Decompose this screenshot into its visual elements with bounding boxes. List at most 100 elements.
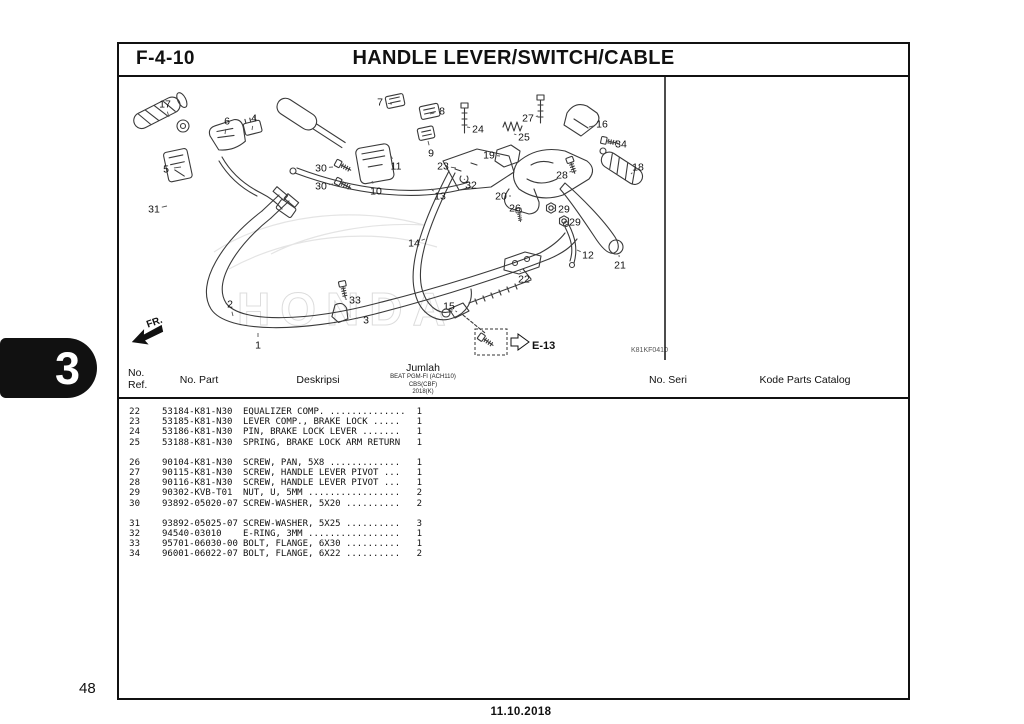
callout-number: 16 bbox=[596, 119, 608, 131]
callout-number: 11 bbox=[391, 161, 402, 173]
cell-c-ref: 27 bbox=[129, 467, 140, 478]
exploded-diagram: HONDA bbox=[119, 77, 908, 360]
cell-c-ref: 23 bbox=[129, 417, 140, 428]
page-frame: F-4-10 HANDLE LEVER/SWITCH/CABLE bbox=[117, 42, 910, 700]
callout-leader bbox=[161, 205, 168, 208]
cell-c-desc: PIN, BRAKE LOCK LEVER ....... bbox=[243, 427, 401, 438]
detail-arrow-icon bbox=[510, 333, 530, 351]
page-number: 48 bbox=[79, 680, 96, 697]
callout-leader bbox=[427, 140, 430, 146]
cell-c-qty: 2 bbox=[416, 549, 422, 560]
table-row: 28 90116-K81-N30 SCREW, HANDLE LEVER PIVOT… bbox=[119, 478, 908, 488]
callout-number: 19 bbox=[483, 150, 495, 162]
detail-ref-label: E-13 bbox=[532, 340, 555, 352]
cell-c-ref: 30 bbox=[129, 498, 140, 509]
callout-leader bbox=[166, 111, 170, 118]
cell-c-ref: 22 bbox=[129, 407, 140, 417]
callout-leader bbox=[430, 188, 434, 192]
cell-c-ref: 31 bbox=[129, 518, 140, 529]
callout-number: 22 bbox=[518, 274, 530, 286]
cell-c-qty: 1 bbox=[416, 417, 422, 428]
callout-leader bbox=[588, 125, 595, 128]
cell-c-desc: EQUALIZER COMP. .............. bbox=[243, 407, 406, 417]
cell-c-qty: 2 bbox=[416, 488, 422, 499]
callout-number: 24 bbox=[472, 124, 484, 136]
section-tab-number: 3 bbox=[54, 342, 80, 394]
cell-c-qty: 2 bbox=[416, 498, 422, 509]
cell-c-desc: E-RING, 3MM ................. bbox=[243, 528, 401, 539]
col-header-qty: Jumlah BEAT PGM-FI (ACH110) CBS(CBF) 201… bbox=[390, 362, 456, 395]
callout-number: 34 bbox=[615, 139, 627, 151]
cell-c-part: 53184-K81-N30 bbox=[162, 407, 233, 417]
col-header-part: No. Part bbox=[179, 374, 219, 386]
cell-c-qty: 1 bbox=[416, 427, 422, 438]
col-header-kode: Kode Parts Catalog bbox=[759, 374, 851, 386]
cell-c-part: 90104-K81-N30 bbox=[162, 457, 233, 468]
cell-c-desc: NUT, U, 5MM ................. bbox=[243, 488, 401, 499]
callout-number: 25 bbox=[518, 132, 530, 144]
callout-number: 33 bbox=[349, 295, 361, 307]
cell-c-part: 90302-KVB-T01 bbox=[162, 488, 233, 499]
callout-number: 23 bbox=[437, 161, 449, 173]
cell-c-desc: SCREW, HANDLE LEVER PIVOT ... bbox=[243, 478, 401, 489]
callout-number: 3 bbox=[363, 315, 369, 327]
diagram-code: K81KF0410 bbox=[631, 347, 668, 354]
callout-leader bbox=[371, 180, 374, 184]
callout-number: 5 bbox=[163, 164, 169, 176]
parts-line-art bbox=[133, 92, 644, 334]
cell-c-ref: 32 bbox=[129, 528, 140, 539]
callout-leader bbox=[231, 311, 234, 317]
cell-c-desc: BOLT, FLANGE, 6X30 .......... bbox=[243, 539, 401, 550]
callout-number: 31 bbox=[148, 204, 160, 216]
callout-number: 28 bbox=[556, 170, 568, 182]
callout-number: 30 bbox=[315, 163, 327, 175]
callout-number: 15 bbox=[443, 301, 455, 313]
callout-number: 29 bbox=[558, 204, 570, 216]
callout-number: 32 bbox=[465, 180, 477, 192]
honda-wing-watermark: HONDA bbox=[213, 214, 446, 336]
callout-leader bbox=[513, 133, 517, 136]
callout-number: 20 bbox=[495, 191, 507, 203]
callout-leader bbox=[466, 126, 471, 129]
callout-leader bbox=[630, 172, 633, 175]
callout-number: 1 bbox=[255, 340, 261, 352]
fr-direction-arrow: FR. bbox=[131, 315, 164, 345]
callout-number: 27 bbox=[522, 113, 534, 125]
callout-number: 29 bbox=[569, 217, 581, 229]
fr-arrow-icon bbox=[131, 324, 164, 345]
callout-number: 26 bbox=[509, 203, 521, 215]
cell-c-qty: 1 bbox=[416, 457, 422, 468]
cell-c-part: 90116-K81-N30 bbox=[162, 478, 233, 489]
callout-number: 30 bbox=[315, 181, 327, 193]
cell-c-ref: 28 bbox=[129, 478, 140, 489]
title-row: F-4-10 HANDLE LEVER/SWITCH/CABLE bbox=[119, 44, 908, 77]
callout-number: 4 bbox=[251, 113, 257, 125]
cell-c-part: 53188-K81-N30 bbox=[162, 437, 233, 448]
col-header-ref: No. Ref. bbox=[128, 367, 148, 391]
callout-leader bbox=[224, 128, 227, 135]
callout-leader bbox=[328, 183, 334, 186]
cell-c-qty: 1 bbox=[416, 467, 422, 478]
callout-number: 21 bbox=[614, 260, 626, 272]
detail-ref-e13: E-13 bbox=[474, 328, 555, 356]
callout-number: 10 bbox=[370, 186, 382, 198]
cell-c-part: 53185-K81-N30 bbox=[162, 417, 233, 428]
cell-c-qty: 1 bbox=[416, 539, 422, 550]
cell-c-part: 53186-K81-N30 bbox=[162, 427, 233, 438]
callout-number: 7 bbox=[377, 97, 383, 109]
cell-c-qty: 1 bbox=[416, 478, 422, 489]
cell-c-part: 95701-06030-00 bbox=[162, 539, 238, 550]
callout-leader bbox=[576, 249, 581, 253]
cell-c-desc: SCREW-WASHER, 5X25 .......... bbox=[243, 518, 401, 529]
callout-number: 17 bbox=[159, 99, 171, 111]
cell-c-ref: 25 bbox=[129, 437, 140, 448]
callout-number: 12 bbox=[582, 250, 594, 262]
